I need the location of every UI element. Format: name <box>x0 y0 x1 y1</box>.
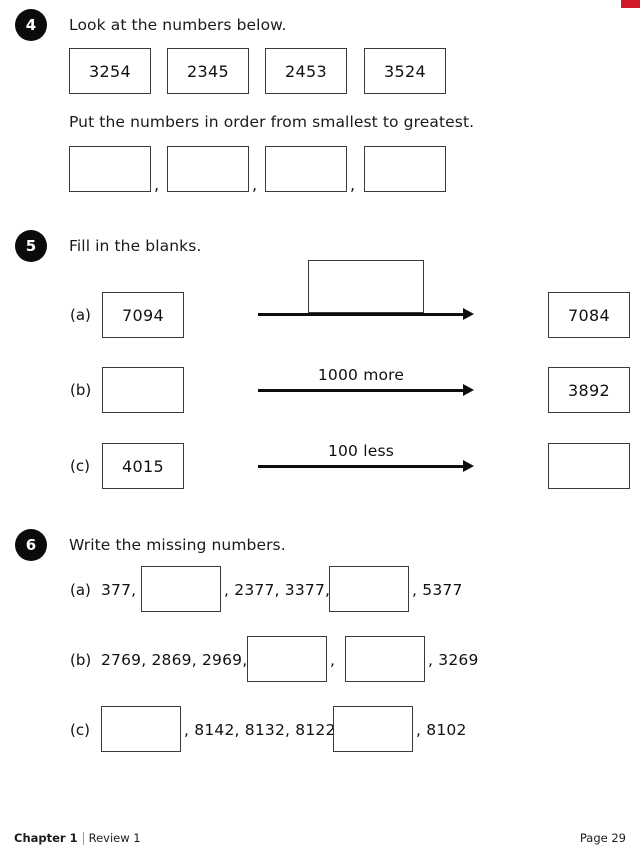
footer-review-label: Review 1 <box>88 831 141 845</box>
q4-given-number-1: 3254 <box>69 48 151 94</box>
question-number-badge-4: 4 <box>15 9 47 41</box>
q6-row-a-answer-box-1[interactable] <box>141 566 221 612</box>
q5-row-c-arrow-line <box>258 465 464 468</box>
q5-row-c-arrow-head-icon <box>463 460 474 472</box>
question-4-prompt-2: Put the numbers in order from smallest t… <box>69 113 475 131</box>
q4-given-number-4: 3524 <box>364 48 446 94</box>
q5-row-a-start-value: 7094 <box>102 292 184 338</box>
question-number-badge-5: 5 <box>15 230 47 262</box>
q5-row-a-end-value: 7084 <box>548 292 630 338</box>
q5-row-c-label: (c) <box>70 457 90 475</box>
q4-answer-box-2[interactable] <box>167 146 249 192</box>
red-bleed-mark <box>621 0 640 8</box>
q4-given-number-2: 2345 <box>167 48 249 94</box>
q5-row-b-end-value: 3892 <box>548 367 630 413</box>
q6-row-a-segment-2: , 2377, 3377, <box>224 581 331 599</box>
q6-row-c-answer-box-1[interactable] <box>101 706 181 752</box>
footer-divider <box>82 831 84 845</box>
q6-row-c-label: (c) <box>70 721 90 739</box>
question-number-badge-6: 6 <box>15 529 47 561</box>
q6-row-c-answer-box-2[interactable] <box>333 706 413 752</box>
q6-row-b-segment-2: , <box>330 651 336 669</box>
q4-answer-box-3[interactable] <box>265 146 347 192</box>
q5-row-a-arrow-head-icon <box>463 308 474 320</box>
q5-row-c-start-value: 4015 <box>102 443 184 489</box>
q6-row-b-label: (b) <box>70 651 92 669</box>
question-4-prompt: Look at the numbers below. <box>69 16 287 34</box>
q5-row-b-operation-label: 1000 more <box>317 366 405 384</box>
q6-row-a-answer-box-2[interactable] <box>329 566 409 612</box>
q6-row-b-segment-1: 2769, 2869, 2969, <box>101 651 248 669</box>
q4-answer-box-1[interactable] <box>69 146 151 192</box>
q6-row-b-segment-3: , 3269 <box>428 651 479 669</box>
q6-row-c-segment-2: , 8142, 8132, 8122, <box>184 721 341 739</box>
question-6-prompt: Write the missing numbers. <box>69 536 286 554</box>
q4-answer-box-4[interactable] <box>364 146 446 192</box>
q6-row-a-segment-3: , 5377 <box>412 581 463 599</box>
q5-row-b-arrow-head-icon <box>463 384 474 396</box>
q5-row-c-answer-box[interactable] <box>548 443 630 489</box>
q6-row-b-answer-box-2[interactable] <box>345 636 425 682</box>
q4-given-number-3: 2453 <box>265 48 347 94</box>
q5-row-b-answer-box[interactable] <box>102 367 184 413</box>
footer-page-number: Page 29 <box>579 831 626 845</box>
q4-comma-2: , <box>252 175 258 194</box>
question-5-prompt: Fill in the blanks. <box>69 237 202 255</box>
q6-row-b-answer-box-1[interactable] <box>247 636 327 682</box>
q6-row-a-segment-1: 377, <box>101 581 137 599</box>
q6-row-c-segment-3: , 8102 <box>416 721 467 739</box>
q5-row-a-operation-box[interactable] <box>308 260 424 313</box>
footer-chapter-label: Chapter 1 <box>14 831 78 845</box>
q4-comma-3: , <box>350 175 356 194</box>
q6-row-a-label: (a) <box>70 581 91 599</box>
q5-row-a-label: (a) <box>70 306 91 324</box>
q5-row-c-operation-label: 100 less <box>327 442 395 460</box>
q4-comma-1: , <box>154 175 160 194</box>
q5-row-a-arrow-line <box>258 313 464 316</box>
q5-row-b-label: (b) <box>70 381 92 399</box>
q5-row-b-arrow-line <box>258 389 464 392</box>
footer-left: Chapter 1 Review 1 <box>14 831 141 845</box>
